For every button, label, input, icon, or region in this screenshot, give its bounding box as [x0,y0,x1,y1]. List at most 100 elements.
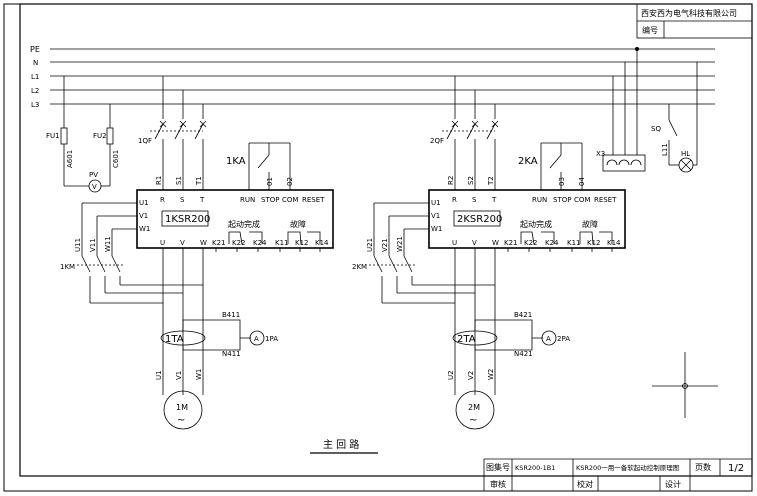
design-label: 设计 [665,479,681,489]
unit2-bypass-u21: U21 [366,238,374,252]
unit2-k12: K12 [587,239,601,247]
unit1-k2-contact-b [249,231,263,244]
unit1-bypass-u11: U11 [74,238,82,252]
unit2-ct-wire-b: B421 [514,311,532,319]
unit1-wire-t1: T1 [195,176,203,186]
unit2-wire-r2: R2 [447,176,455,185]
unit2-k1-contact-b [599,231,613,244]
unit2-k2-contact [520,231,535,245]
fuse-fu2-label: FU2 [93,132,107,140]
unit1-k14: K14 [315,239,329,247]
unit1-softstarter-box [136,189,334,249]
unit1-ct-wire-b: B411 [222,311,240,319]
bus-label-pe: PE [30,45,40,54]
unit2-term-w1: W1 [431,225,442,233]
top-title-block: 西安西为电气科技有限公司 编号 [636,3,753,39]
fuse-fu1 [60,127,68,145]
unit1-k12: K12 [295,239,309,247]
unit2-term-r: R [452,196,457,204]
proof-label: 校对 [577,479,593,489]
review-label: 审核 [490,479,506,489]
unit1-device-label: 1KSR200 [165,214,210,225]
voltmeter-label: PV [89,171,98,179]
unit2-wire-04: 04 [578,177,586,186]
unit1-contactor-label: 1KM [60,263,75,271]
unit2-term-run: RUN [532,196,547,204]
unit2-contactor-label: 2KM [352,263,367,271]
unit1-wire-01: 01 [266,177,274,186]
unit1-k11: K11 [275,239,289,247]
unit1-ct-label: 1TA [165,334,184,345]
unit2-bypass-w21: W21 [396,236,404,252]
unit1-k24: K24 [253,239,267,247]
unit1-k2-contact [228,231,243,245]
unit2-k22: K22 [524,239,538,247]
unit1-relay-label: 1KA [226,156,246,167]
unit1-ct-wire-n: N411 [222,350,241,358]
unit2-k21: K21 [504,239,518,247]
unit1-motor-label: 1M [176,403,188,412]
unit2-breaker-label: 2QF [430,137,444,145]
unit2-term-w: W [492,239,499,247]
unit1-breaker: 1QF R1 S1 T1 [138,76,207,190]
unit2-ammeter-label: 2PA [557,335,570,343]
drawing-no-label: 图集号 [486,462,510,472]
unit2-wire-t2: T2 [487,176,495,186]
unit2-bypass: 2KM U21 V21 W21 [352,202,495,304]
unit2-motor-label: 2M [468,403,480,412]
bus-bars: PE N L1 L2 L3 [30,45,715,109]
unit1-relay: 1KA 01 02 [226,142,294,190]
drawing-no: KSR200-1B1 [515,464,555,472]
unit2-k2-contact-b [541,231,555,244]
unit2-softstarter: 2KSR200 R S T RUN STOP COM RESET U1 V1 W… [428,189,626,252]
voltmeter [88,179,102,193]
lamp-wire-label: L11 [661,143,669,156]
unit1-term-t: T [199,196,205,204]
indicator-lamp [678,157,694,173]
page-label: 页数 [695,462,711,472]
unit1-term-run: RUN [240,196,255,204]
unit2-k1-contact [579,231,594,245]
unit2-motor-symbol: ~ [469,415,477,426]
switch-label: SQ [651,125,661,133]
unit1-term-com: COM [282,196,298,204]
unit1-motor-symbol: ~ [177,415,185,426]
door-switch-lamp: SQ L11 HL [651,62,698,173]
unit1-term-reset: RESET [302,196,325,204]
lamp-label: HL [681,150,690,158]
unit1-wire-s1: S1 [175,176,183,185]
unit1-breaker-label: 1QF [138,137,152,145]
unit2-k24: K24 [545,239,559,247]
unit1-term-stop: STOP [261,196,279,204]
unit2-ct-wire-n: N421 [514,350,533,358]
unit1-k1-contact-b [307,231,321,244]
unit2-device-label: 2KSR200 [457,214,502,225]
page-number: 1/2 [728,463,744,474]
unit1-bypass-v11: V11 [89,238,97,252]
unit1-wire-r1: R1 [155,176,163,185]
unit2-term-v: V [472,239,477,247]
unit2-motor-circuit: A 2PA 2TA B421 N421 U2 V2 W2 2M ~ [447,248,570,430]
unit1-ammeter-label: 1PA [265,335,278,343]
unit1-term-w: W [200,239,207,247]
fuse-fu2 [106,127,114,145]
unit1-softstarter: 1KSR200 R S T RUN STOP COM RESET U1 V1 W… [136,189,334,252]
unit1-term-r: R [160,196,165,204]
unit2-ct-label: 2TA [457,334,476,345]
unit2-term-s: S [472,196,477,204]
unit2-term-v1: V1 [431,212,440,220]
unit1-motor-wire-w: W1 [195,369,203,380]
unit1-bypass-w11: W11 [104,236,112,252]
unit1-ammeter-symbol: A [254,335,259,343]
unit1-term-v1: V1 [139,212,148,220]
unit2-fault: 故障 [582,219,598,229]
unit1-fault: 故障 [290,219,306,229]
unit1-k22: K22 [232,239,246,247]
unit2-motor-wire-w: W2 [487,369,495,380]
unit1-term-u: U [160,239,165,247]
bus-label-l1: L1 [31,73,39,81]
voltmeter-symbol: V [92,183,97,191]
unit2-ammeter [541,330,557,346]
bus-label-n: N [33,59,38,67]
